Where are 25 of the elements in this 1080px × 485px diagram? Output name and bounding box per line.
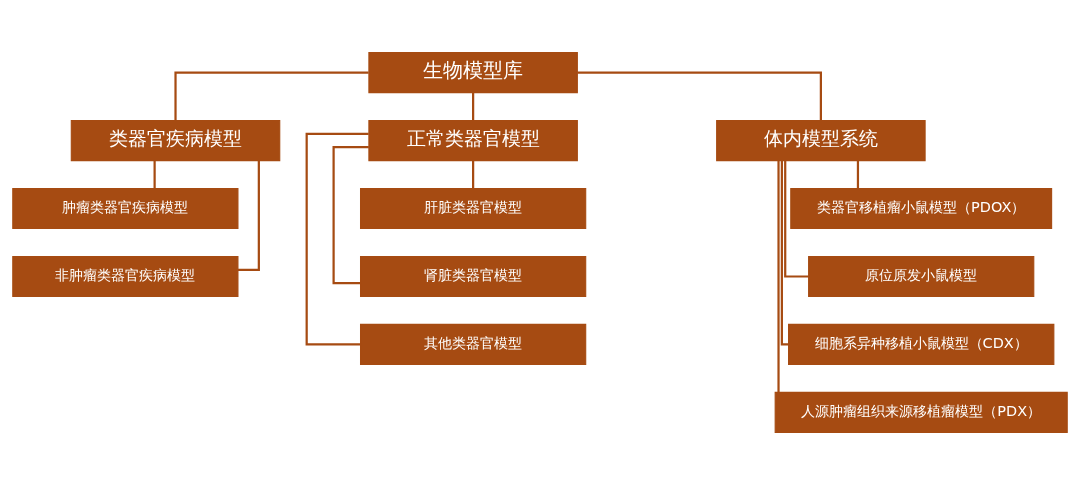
connector [238,160,260,271]
node-box: 类器官疾病模型 [70,119,281,162]
node-box: 细胞系异种移植小鼠模型（CDX） [788,323,1055,366]
connector [472,92,475,121]
connector [305,132,369,346]
connector [577,71,822,121]
node-box: 其他类器官模型 [360,323,587,366]
connector [777,160,780,393]
node-box: 肿瘤类器官疾病模型 [12,187,239,230]
connector [780,160,789,346]
connector [856,160,860,189]
node-box: 类器官移植瘤小鼠模型（PDOX） [790,187,1053,230]
connector [153,160,156,189]
node-box: 肝脏类器官模型 [360,187,587,230]
connector [174,71,369,121]
node-box: 原位原发小鼠模型 [808,255,1035,298]
connector [332,146,369,285]
node-box: 生物模型库 [368,51,578,94]
connector [784,160,809,278]
node-box: 肾脏类器官模型 [360,255,587,298]
node-box: 体内模型系统 [716,119,926,162]
node-box: 人源肿瘤组织来源移植瘤模型（PDX） [774,391,1068,434]
node-box: 正常类器官模型 [368,119,578,162]
node-box: 非肿瘤类器官疾病模型 [12,255,239,298]
connector [472,160,475,189]
